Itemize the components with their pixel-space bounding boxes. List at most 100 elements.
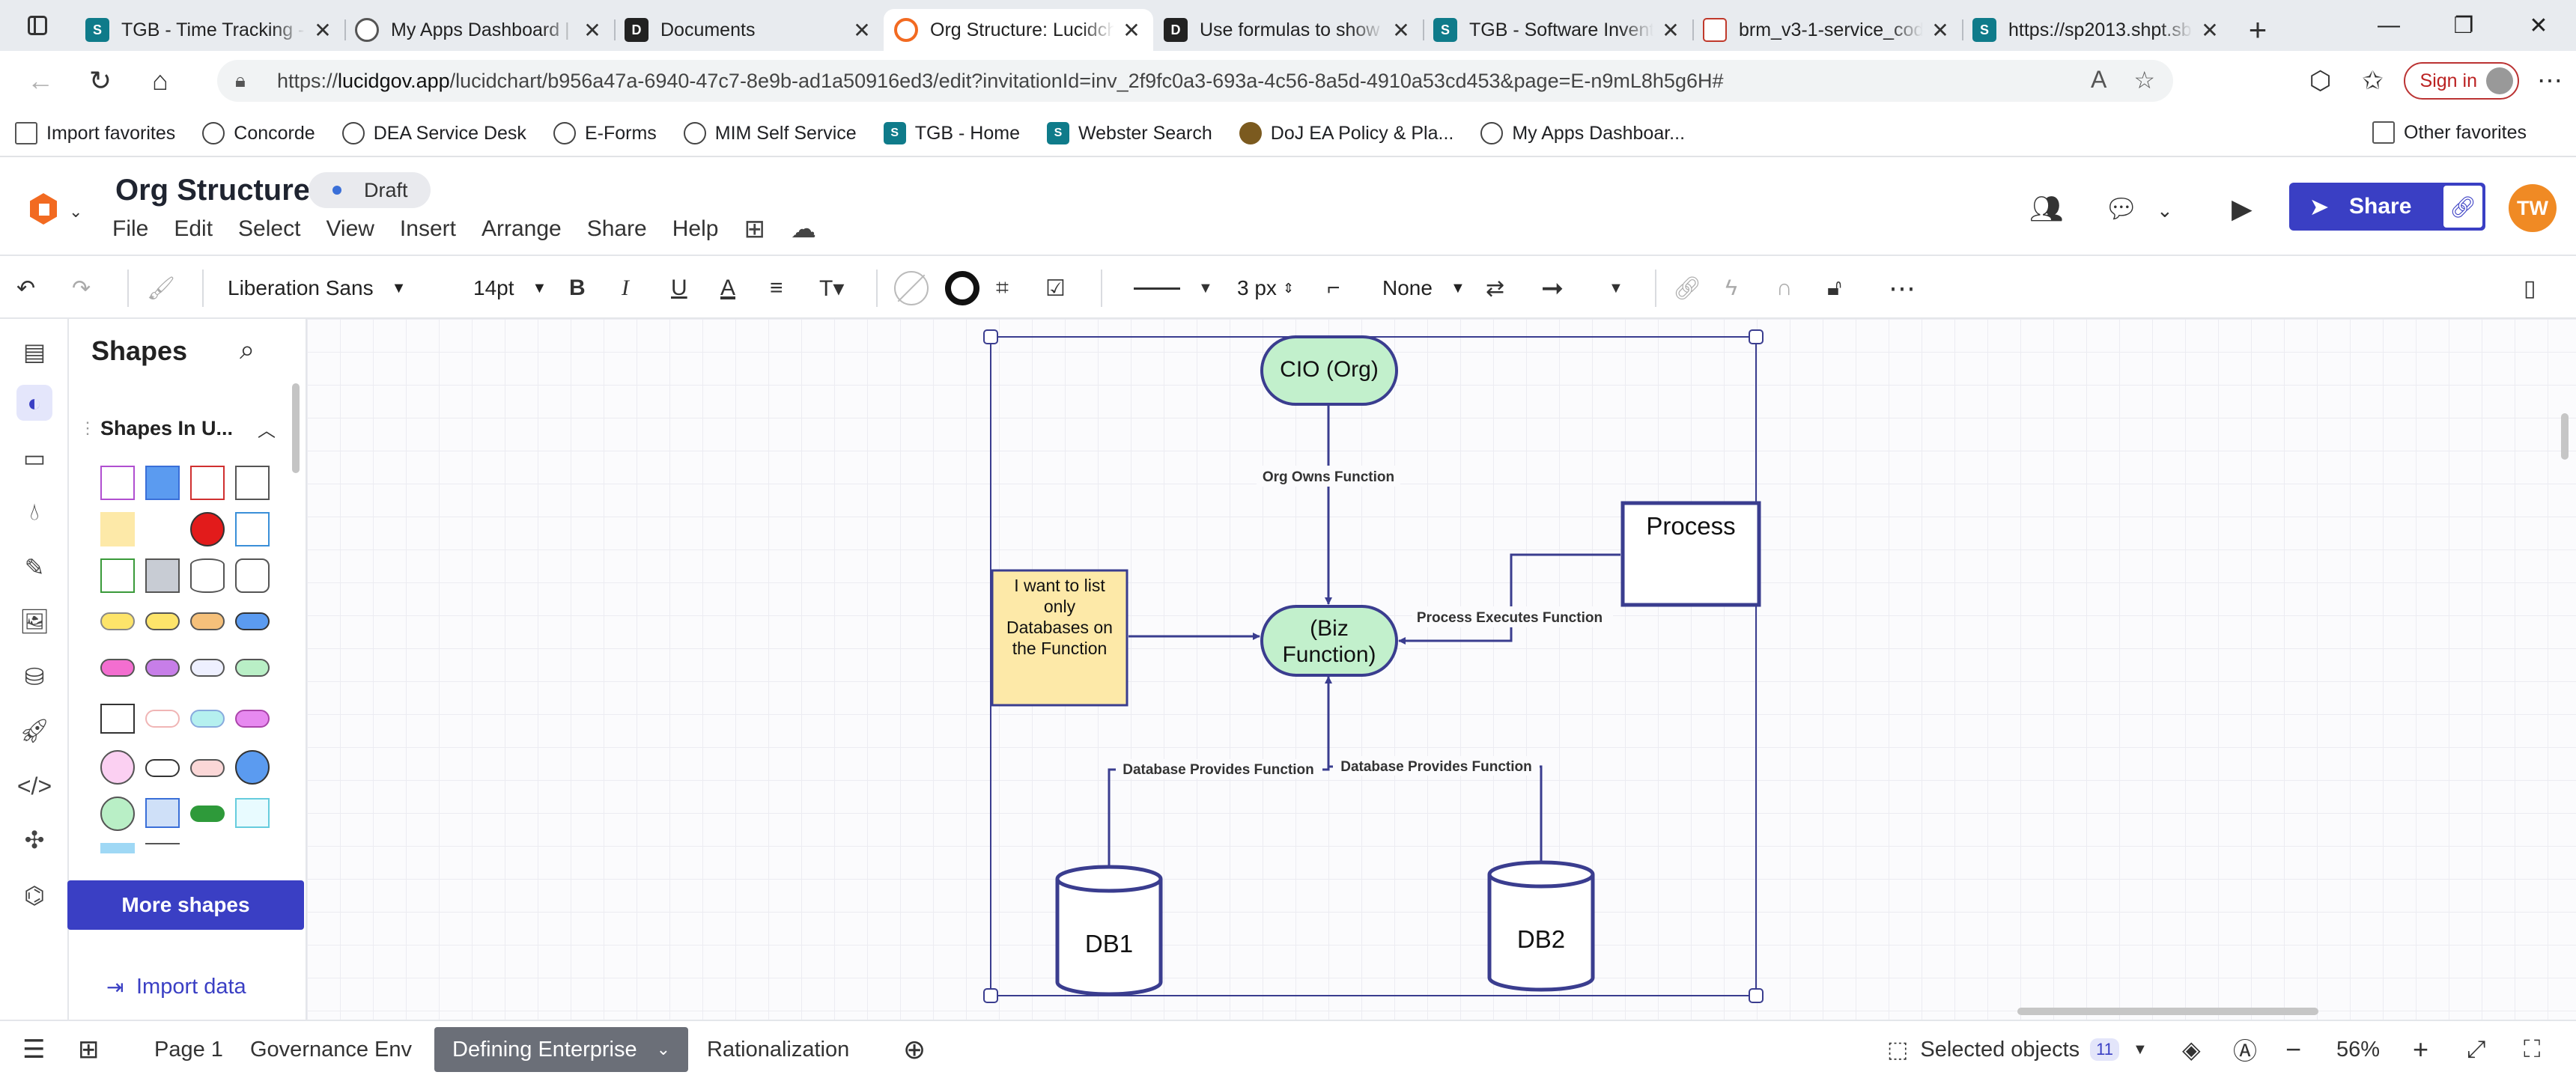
bold-icon[interactable]: B — [569, 275, 586, 300]
more-icon[interactable]: ⋯ — [2537, 67, 2563, 95]
fill-none-icon[interactable] — [894, 256, 929, 320]
code-icon[interactable]: </> — [16, 772, 52, 800]
other-favorites[interactable]: Other favorites — [2372, 121, 2527, 144]
font-family-select[interactable]: Liberation Sans▼ — [228, 276, 407, 299]
format-painter-icon[interactable]: 🖌︎ — [147, 275, 176, 301]
page-tab[interactable]: Page 1 — [154, 1037, 223, 1062]
zoom-in-icon[interactable]: + — [2413, 1034, 2429, 1065]
pill-swatch[interactable] — [235, 659, 270, 677]
close-tab-icon[interactable]: ✕ — [853, 18, 871, 42]
comments-icon[interactable]: 💬︎ — [2104, 193, 2139, 224]
browser-tab[interactable]: brm_v3-1-service_code ✕ — [1692, 9, 1962, 51]
resize-handle[interactable] — [1749, 988, 1764, 1003]
db2-node[interactable] — [1487, 860, 1595, 992]
menu-select[interactable]: Select — [238, 216, 301, 241]
chevron-down-icon[interactable]: ▼ — [1609, 279, 1623, 296]
pill-swatch[interactable] — [100, 659, 135, 677]
tab-actions-button[interactable] — [0, 0, 75, 51]
search-icon[interactable]: ⌕ — [240, 334, 255, 365]
circle-swatch[interactable] — [235, 750, 270, 785]
shape-swatch[interactable] — [145, 466, 180, 500]
favorite-item[interactable]: E-Forms — [553, 122, 657, 144]
rocket-icon[interactable]: 🚀︎ — [19, 717, 50, 744]
url-text[interactable]: https://lucidgov.app/lucidchart/b956a47a… — [277, 69, 1724, 92]
browser-tab[interactable]: S https://sp2013.shpt.sbi ✕ — [1962, 9, 2232, 51]
page-tab-active[interactable]: Defining Enterprise⌄ — [434, 1027, 689, 1072]
collaborators-icon[interactable]: 👥︎ — [2029, 193, 2064, 224]
pill-swatch[interactable] — [145, 759, 180, 777]
close-tab-icon[interactable]: ✕ — [314, 18, 332, 42]
page-list-icon[interactable]: ☰ — [22, 1035, 46, 1064]
circle-swatch[interactable] — [100, 797, 135, 831]
pill-swatch[interactable] — [235, 612, 270, 630]
line-style-select[interactable]: ▼ — [1134, 256, 1213, 320]
shape-swatch[interactable] — [235, 466, 270, 500]
fullscreen-icon[interactable]: ⛶ — [2524, 1035, 2541, 1062]
avatar[interactable]: TW — [2509, 184, 2557, 232]
chevron-up-icon[interactable]: ︿ — [258, 420, 276, 441]
pill-swatch[interactable] — [145, 612, 180, 630]
back-icon[interactable]: ← — [27, 65, 54, 96]
import-data-link[interactable]: ⇥Import data — [106, 975, 246, 999]
vertical-scrollbar[interactable] — [2561, 413, 2569, 460]
new-tab-button[interactable]: + — [2248, 12, 2267, 47]
present-icon[interactable]: ▶ — [2232, 193, 2253, 224]
shape-swatch[interactable] — [100, 704, 135, 734]
cio-org-node[interactable] — [1260, 335, 1398, 406]
share-button[interactable]: ➤ Share 🔗︎ — [2289, 183, 2485, 231]
more-shapes-button[interactable]: More shapes — [67, 880, 304, 930]
chevron-down-icon[interactable]: ⌄ — [656, 1040, 671, 1059]
line-start-select[interactable]: None▼ — [1382, 276, 1465, 299]
browser-tab[interactable]: S TGB - Software Inventor ✕ — [1423, 9, 1692, 51]
shape-section-header[interactable]: ⋮⋮ Shapes In U... ︿ — [79, 416, 276, 441]
db1-node[interactable] — [1055, 865, 1163, 996]
connector-db2-provides[interactable] — [1328, 765, 1543, 862]
link-icon[interactable]: 🔗︎ — [2443, 186, 2482, 228]
fill-drop-icon[interactable]: 💧︎ — [29, 498, 40, 525]
conditional-format-icon[interactable]: ☑ — [1045, 275, 1066, 301]
shape-swatch[interactable] — [100, 466, 135, 500]
label-db1-provides[interactable]: Database Provides Function — [1123, 762, 1314, 778]
pill-swatch[interactable] — [145, 659, 180, 677]
chevron-down-icon[interactable]: ⌄ — [2157, 199, 2173, 222]
favorite-item[interactable]: MIM Self Service — [683, 122, 857, 144]
favorite-item[interactable]: Import favorites — [15, 122, 175, 144]
menu-insert[interactable]: Insert — [399, 216, 456, 241]
drag-handle-icon[interactable]: ⋮⋮ — [79, 418, 112, 437]
text-color-icon[interactable]: A — [720, 275, 736, 300]
read-aloud-icon[interactable]: A — [2090, 66, 2107, 93]
browser-tab[interactable]: S TGB - Time Tracking - E ✕ — [75, 9, 344, 51]
close-tab-icon[interactable]: ✕ — [1662, 18, 1680, 42]
shape-swatch[interactable] — [190, 512, 225, 546]
zoom-level[interactable]: 56% — [2336, 1037, 2381, 1062]
diagram-canvas[interactable]: CIO (Org) (Biz Function) Process I want … — [307, 319, 2576, 1020]
cylinder-swatch[interactable] — [190, 558, 225, 593]
undo-icon[interactable]: ↶ — [16, 275, 36, 301]
process-node[interactable] — [1620, 501, 1761, 607]
templates-icon[interactable]: ▤ — [22, 338, 46, 365]
data-icon[interactable]: ⛁ — [24, 663, 45, 690]
connector-process-executes[interactable] — [1398, 553, 1620, 645]
shape-swatch[interactable] — [235, 512, 270, 546]
cloud-saved-icon[interactable]: ☁ — [790, 215, 816, 243]
font-size-select[interactable]: 14pt▼ — [473, 276, 547, 299]
shape-swatch[interactable] — [190, 466, 225, 500]
swap-arrows-icon[interactable]: ⇄ — [1486, 275, 1505, 301]
menu-help[interactable]: Help — [672, 216, 719, 241]
browser-tab[interactable]: D Documents ✕ — [614, 9, 884, 51]
favorite-item[interactable]: DEA Service Desk — [341, 122, 526, 144]
image-icon[interactable]: 🖼︎ — [19, 608, 50, 635]
more-icon[interactable]: ⋯ — [1889, 272, 1916, 303]
refresh-icon[interactable]: ↻ — [88, 65, 112, 96]
label-org-owns[interactable]: Org Owns Function — [1263, 469, 1394, 485]
page-tab[interactable]: Governance Env — [250, 1037, 413, 1062]
home-icon[interactable]: ⌂ — [152, 65, 168, 96]
favorite-star-icon[interactable]: ☆ — [2133, 67, 2155, 94]
link-icon[interactable]: 🔗︎ — [1673, 275, 1702, 301]
pill-swatch[interactable] — [100, 612, 135, 630]
status-badge[interactable]: Draft — [309, 172, 431, 208]
close-tab-icon[interactable]: ✕ — [1931, 18, 1949, 42]
chevron-down-icon[interactable]: ⌄ — [69, 202, 83, 221]
